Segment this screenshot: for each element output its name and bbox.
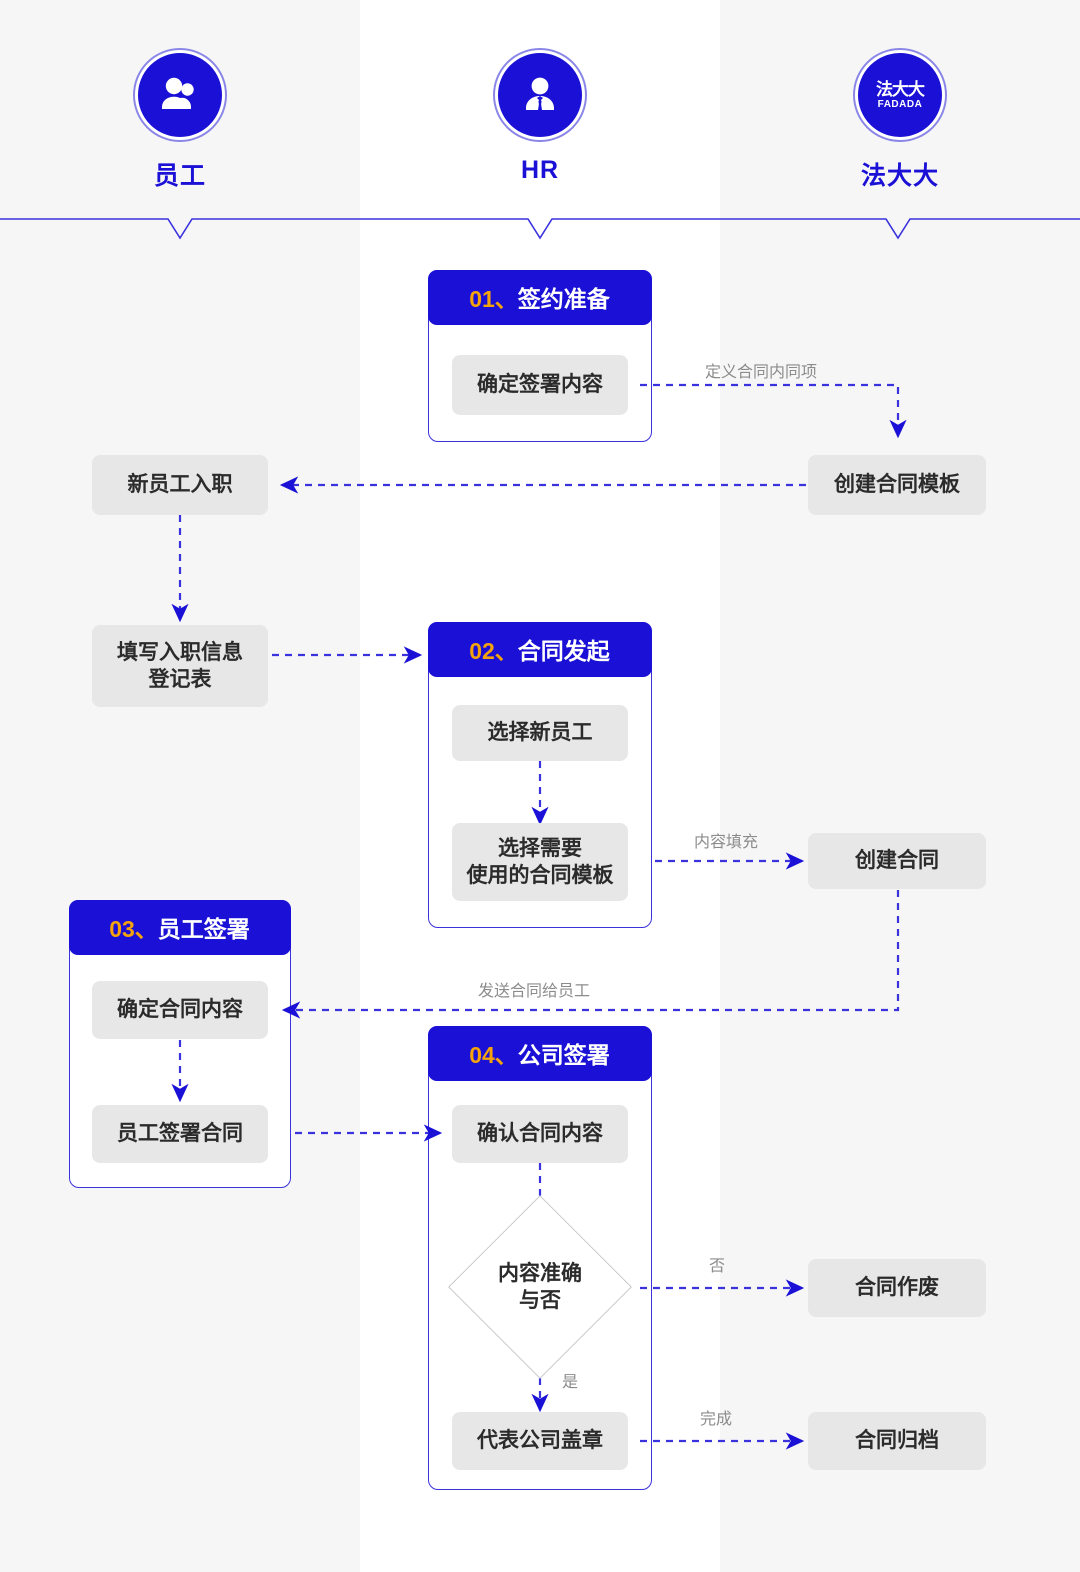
group-01-label: 签约准备 [517, 286, 610, 312]
fadada-logo-en: FADADA [877, 98, 923, 110]
node-confirm-sign-content[interactable]: 确定签署内容 [452, 355, 628, 415]
node-fill-onboard-form-line2: 登记表 [148, 668, 212, 691]
lane-background-employee [0, 0, 360, 1572]
node-contract-archive[interactable]: 合同归档 [808, 1412, 986, 1470]
node-confirm-contract-content[interactable]: 确定合同内容 [92, 981, 268, 1039]
node-new-employee-onboard[interactable]: 新员工入职 [92, 455, 268, 515]
node-create-contract[interactable]: 创建合同 [808, 833, 986, 889]
node-decision-line1: 内容准确 [498, 1261, 582, 1285]
node-fill-onboard-form-line1: 填写入职信息 [117, 640, 243, 664]
node-select-template-line2: 使用的合同模板 [466, 864, 614, 887]
lane-background-fadada [720, 0, 1080, 1572]
group-02-label: 合同发起 [517, 638, 610, 664]
group-01-title: 01、签约准备 [427, 269, 652, 325]
group-02-number: 02、 [469, 638, 518, 664]
group-04-title: 04、公司签署 [427, 1025, 652, 1081]
edge-label-no: 否 [709, 1258, 726, 1275]
node-decision-content-accurate[interactable]: 内容准确 与否 [443, 1195, 637, 1379]
edge-label-done: 完成 [700, 1411, 733, 1428]
lane-label-employee: 员工 [153, 162, 206, 190]
lane-label-hr: HR [520, 156, 560, 184]
group-03-number: 03、 [109, 916, 158, 942]
group-03-title: 03、员工签署 [68, 899, 291, 955]
edge-label-content-fill: 内容填充 [694, 834, 759, 851]
node-employee-sign-contract[interactable]: 员工签署合同 [92, 1105, 268, 1163]
lane-label-fadada: 法大大 [860, 162, 939, 190]
node-decision-line2: 与否 [519, 1289, 561, 1312]
group-04-label: 公司签署 [517, 1042, 610, 1068]
node-select-new-employee[interactable]: 选择新员工 [452, 705, 628, 761]
node-create-template[interactable]: 创建合同模板 [808, 455, 986, 515]
group-03-label: 员工签署 [157, 916, 250, 942]
fadada-logo-cn: 法大大 [876, 79, 925, 99]
edge-label-define-terms: 定义合同内同项 [705, 364, 818, 381]
lane-header-employee: 员工 [0, 50, 360, 192]
fadada-logo-icon: 法大大 FADADA [855, 50, 945, 140]
edge-label-yes: 是 [562, 1374, 579, 1391]
group-02-title: 02、合同发起 [427, 621, 652, 677]
group-04-number: 04、 [469, 1042, 518, 1068]
lane-header-hr: HR [360, 50, 720, 185]
node-contract-void[interactable]: 合同作废 [808, 1259, 986, 1317]
node-select-template-line1: 选择需要 [498, 836, 582, 860]
two-people-icon [135, 50, 225, 140]
node-fill-onboard-form[interactable]: 填写入职信息 登记表 [92, 625, 268, 707]
edge-label-send-to-employee: 发送合同给员工 [478, 983, 591, 1000]
node-select-template[interactable]: 选择需要 使用的合同模板 [452, 823, 628, 901]
group-01-number: 01、 [469, 286, 518, 312]
person-tie-icon [495, 50, 585, 140]
node-company-seal[interactable]: 代表公司盖章 [452, 1412, 628, 1470]
node-verify-contract-content[interactable]: 确认合同内容 [452, 1105, 628, 1163]
lane-header-fadada: 法大大 FADADA 法大大 [720, 50, 1080, 192]
